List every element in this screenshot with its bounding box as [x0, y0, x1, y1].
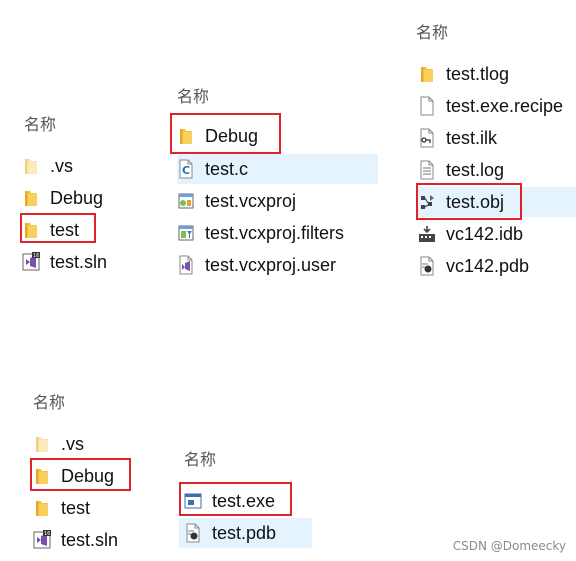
file-row-test-folder[interactable]: test: [33, 493, 151, 523]
folder-icon: [33, 498, 51, 518]
file-row-debug-folder[interactable]: Debug: [33, 461, 151, 491]
file-name: test: [61, 497, 91, 518]
watermark: CSDN @Domeecky: [452, 539, 566, 553]
file-row-test-pdb[interactable]: test.pdb: [179, 518, 312, 548]
file-row-test-c[interactable]: C test.c: [177, 154, 378, 184]
text-file-icon: [418, 160, 436, 180]
file-row-test-log[interactable]: test.log: [418, 155, 576, 185]
file-row-vs-folder[interactable]: .vs: [33, 429, 151, 459]
svg-text:16: 16: [44, 531, 50, 537]
file-name: .vs: [50, 155, 74, 176]
folder-icon: [22, 156, 40, 176]
file-name: test.vcxproj.filters: [205, 222, 345, 243]
file-row-test-vcxproj[interactable]: test.vcxproj: [177, 186, 377, 216]
folder-icon: [33, 434, 51, 454]
file-row-test-tlog[interactable]: test.tlog: [418, 59, 576, 89]
vcxproj-filters-icon: [177, 223, 195, 243]
file-name: Debug: [50, 187, 104, 208]
file-row-test-obj[interactable]: test.obj: [418, 187, 576, 217]
file-row-test-sln[interactable]: 16 test.sln: [33, 525, 151, 555]
file-name: test: [50, 219, 80, 240]
file-row-debug-folder[interactable]: Debug: [22, 183, 140, 213]
blank-file-icon: [418, 96, 436, 116]
file-row-test-exe[interactable]: test.exe: [184, 486, 312, 516]
file-name: Debug: [61, 465, 115, 486]
file-row-test-vcxproj-user[interactable]: test.vcxproj.user: [177, 250, 377, 280]
file-name: test.vcxproj: [205, 190, 297, 211]
file-name: test.vcxproj.user: [205, 254, 337, 275]
file-name: test.exe.recipe: [446, 95, 564, 116]
file-row-test-exe-recipe[interactable]: test.exe.recipe: [418, 91, 576, 121]
file-name: test.sln: [50, 251, 108, 272]
file-name: test.obj: [446, 191, 505, 212]
file-row-vs-folder[interactable]: .vs: [22, 151, 140, 181]
name-column-header[interactable]: 名称: [24, 115, 57, 134]
svg-text:16: 16: [33, 253, 39, 259]
ilk-file-icon: [418, 128, 436, 148]
file-name: test.sln: [61, 529, 119, 550]
obj-file-icon: [418, 192, 436, 212]
name-column-header[interactable]: 名称: [416, 23, 449, 42]
file-row-vc142-pdb[interactable]: vc142.pdb: [418, 251, 576, 281]
name-column-header[interactable]: 名称: [33, 393, 66, 412]
vcxproj-icon: [177, 191, 195, 211]
folder-icon: [177, 126, 195, 146]
file-name: test.ilk: [446, 127, 498, 148]
file-name: vc142.idb: [446, 223, 524, 244]
file-row-test-folder[interactable]: test: [22, 215, 140, 245]
exe-icon: [184, 491, 202, 511]
file-name: test.exe: [212, 490, 276, 511]
folder-icon: [418, 64, 436, 84]
file-name: .vs: [61, 433, 85, 454]
file-name: Debug: [205, 125, 259, 146]
folder-icon: [22, 220, 40, 240]
file-name: test.pdb: [212, 522, 277, 543]
file-row-debug-folder[interactable]: Debug: [177, 121, 377, 151]
svg-text:C: C: [182, 164, 190, 177]
file-row-vc142-idb[interactable]: vc142.idb: [418, 219, 576, 249]
c-source-icon: C: [177, 159, 195, 179]
file-name: vc142.pdb: [446, 255, 530, 276]
file-name: test.log: [446, 159, 505, 180]
vs-solution-icon: 16: [33, 530, 51, 550]
folder-icon: [33, 466, 51, 486]
file-row-test-sln[interactable]: 16 test.sln: [22, 247, 140, 277]
file-row-test-vcxproj-filters[interactable]: test.vcxproj.filters: [177, 218, 377, 248]
vs-solution-icon: 16: [22, 252, 40, 272]
name-column-header[interactable]: 名称: [184, 450, 217, 469]
pdb-file-icon: [418, 256, 436, 276]
file-row-test-ilk[interactable]: test.ilk: [418, 123, 576, 153]
file-name: test.tlog: [446, 63, 510, 84]
vs-user-icon: [177, 255, 195, 275]
name-column-header[interactable]: 名称: [177, 87, 210, 106]
file-name: test.c: [205, 158, 249, 179]
pdb-file-icon: [184, 523, 202, 543]
idb-file-icon: [418, 224, 436, 244]
folder-icon: [22, 188, 40, 208]
